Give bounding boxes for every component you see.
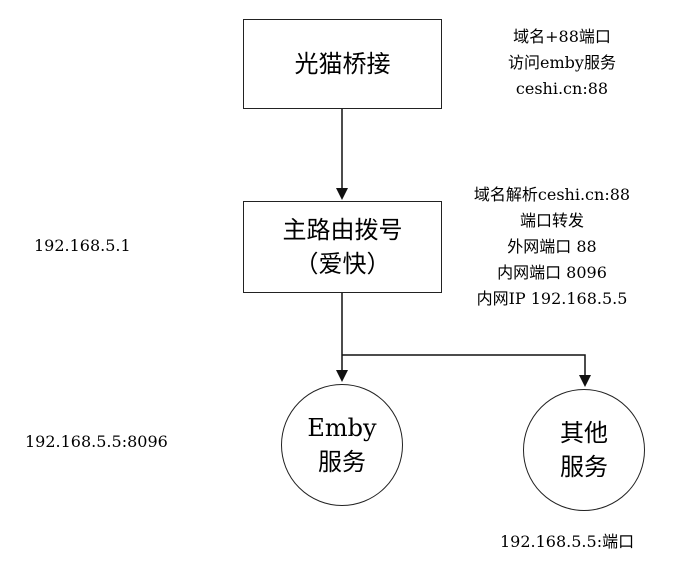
other-label: 其他 (560, 419, 608, 447)
other-ip: 192.168.5.5:端口 (500, 532, 635, 551)
forward-note-line: 内网IP 192.168.5.5 (476, 289, 628, 308)
forward-note-line: 域名解析ceshi.cn:88 (473, 185, 631, 204)
router-label: 主路由拨号 (282, 216, 403, 244)
modem-label: 光猫桥接 (294, 50, 391, 78)
forward-note-line: 内网端口 8096 (497, 263, 607, 282)
other-sublabel: 服务 (560, 453, 608, 481)
router-box: 主路由拨号 （爱快） (243, 201, 442, 293)
arrow-router-to-other (342, 354, 591, 387)
router-sublabel: （爱快） (294, 250, 391, 278)
emby-label: Emby (307, 414, 377, 442)
access-note-line: 域名+88端口 (513, 27, 611, 46)
forward-note-line: 端口转发 (519, 211, 584, 230)
access-note: 域名+88端口 访问emby服务 ceshi.cn:88 (482, 24, 642, 102)
other-node: 其他 服务 (523, 389, 645, 511)
access-note-line: ceshi.cn:88 (515, 79, 609, 98)
emby-ip: 192.168.5.5:8096 (25, 432, 168, 451)
emby-sublabel: 服务 (318, 448, 366, 476)
forward-note: 域名解析ceshi.cn:88 端口转发 外网端口 88 内网端口 8096 内… (440, 182, 664, 312)
forward-note-line: 外网端口 88 (507, 237, 597, 256)
router-ip: 192.168.5.1 (34, 236, 131, 255)
access-note-line: 访问emby服务 (508, 53, 616, 72)
modem-box: 光猫桥接 (243, 19, 442, 109)
emby-node: Emby 服务 (281, 384, 403, 506)
